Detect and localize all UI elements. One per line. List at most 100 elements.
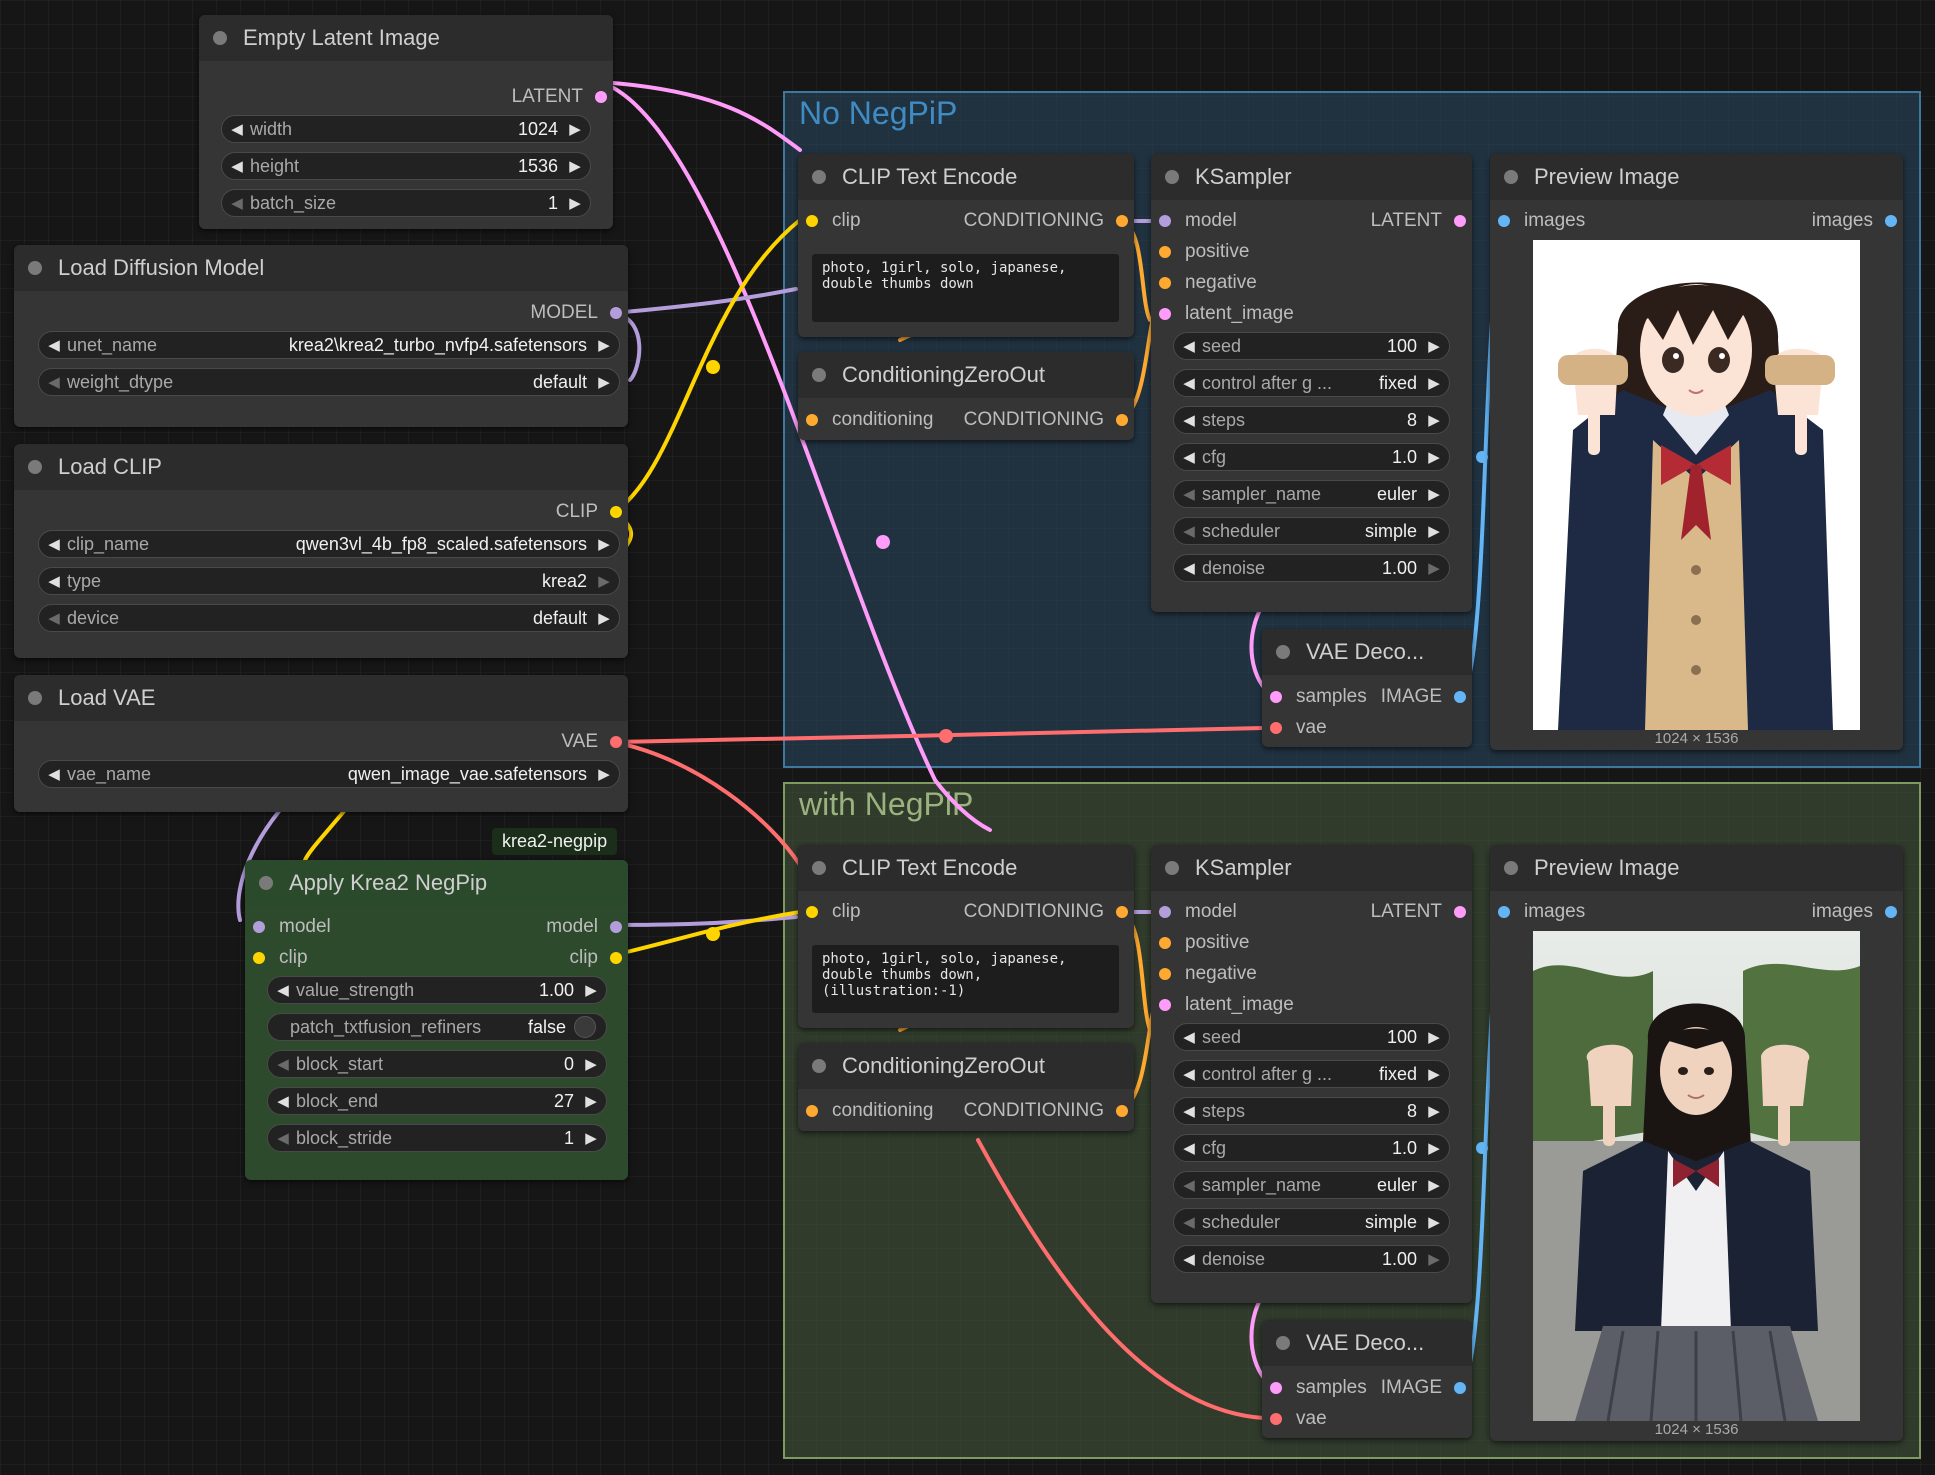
input-latent-image[interactable]: latent_image	[1159, 993, 1294, 1017]
arrow-right-icon[interactable]: ▶	[1428, 560, 1440, 577]
widget-control-after-generate[interactable]: ◀control after g ...fixed▶	[1173, 1060, 1450, 1088]
preview-image-node[interactable]: Preview Image images images	[1490, 154, 1903, 750]
arrow-right-icon[interactable]: ▶	[1428, 1140, 1440, 1157]
arrow-right-icon[interactable]: ▶	[1428, 1177, 1440, 1194]
slot-dot-icon[interactable]	[610, 736, 622, 748]
arrow-right-icon[interactable]: ▶	[1428, 1066, 1440, 1083]
slot-dot-icon[interactable]	[1454, 215, 1466, 227]
preview-image-node[interactable]: Preview Image images images	[1490, 845, 1903, 1441]
arrow-left-icon[interactable]: ◀	[1183, 560, 1195, 577]
input-clip[interactable]: clip	[253, 946, 308, 970]
arrow-left-icon[interactable]: ◀	[1183, 412, 1195, 429]
node-header[interactable]: Load VAE	[14, 675, 628, 721]
output-conditioning[interactable]: CONDITIONING	[964, 900, 1128, 924]
output-images[interactable]: images	[1812, 209, 1897, 233]
arrow-left-icon[interactable]: ◀	[1183, 1029, 1195, 1046]
preview-image-photo[interactable]	[1533, 931, 1860, 1421]
prompt-textarea[interactable]: photo, 1girl, solo, japanese, double thu…	[812, 254, 1119, 322]
slot-dot-icon[interactable]	[1454, 691, 1466, 703]
slot-dot-icon[interactable]	[1159, 937, 1171, 949]
output-clip[interactable]: clip	[569, 946, 622, 970]
slot-dot-icon[interactable]	[1498, 215, 1510, 227]
output-model[interactable]: model	[546, 915, 622, 939]
output-conditioning[interactable]: CONDITIONING	[964, 408, 1128, 432]
collapse-dot-icon[interactable]	[812, 368, 826, 382]
conditioning-zero-out-node[interactable]: ConditioningZeroOut conditioning CONDITI…	[798, 1043, 1134, 1131]
arrow-right-icon[interactable]: ▶	[1428, 486, 1440, 503]
node-header[interactable]: Load Diffusion Model	[14, 245, 628, 291]
arrow-left-icon[interactable]: ◀	[48, 374, 60, 391]
node-header[interactable]: ConditioningZeroOut	[798, 1043, 1134, 1089]
arrow-left-icon[interactable]: ◀	[231, 121, 243, 138]
slot-dot-icon[interactable]	[1159, 999, 1171, 1011]
collapse-dot-icon[interactable]	[1276, 1336, 1290, 1350]
arrow-left-icon[interactable]: ◀	[1183, 1251, 1195, 1268]
input-vae[interactable]: vae	[1270, 716, 1327, 740]
output-conditioning[interactable]: CONDITIONING	[964, 1099, 1128, 1123]
arrow-left-icon[interactable]: ◀	[48, 766, 60, 783]
collapse-dot-icon[interactable]	[1165, 170, 1179, 184]
arrow-right-icon[interactable]: ▶	[1428, 1029, 1440, 1046]
input-samples[interactable]: samples	[1270, 685, 1367, 709]
output-image[interactable]: IMAGE	[1381, 685, 1466, 709]
arrow-left-icon[interactable]: ◀	[48, 610, 60, 627]
arrow-left-icon[interactable]: ◀	[277, 1056, 289, 1073]
arrow-right-icon[interactable]: ▶	[585, 1093, 597, 1110]
preview-image-anime[interactable]	[1533, 240, 1860, 730]
arrow-right-icon[interactable]: ▶	[1428, 523, 1440, 540]
widget-control-after-generate[interactable]: ◀control after g ...fixed▶	[1173, 369, 1450, 397]
input-model[interactable]: model	[1159, 900, 1237, 924]
arrow-right-icon[interactable]: ▶	[1428, 412, 1440, 429]
input-conditioning[interactable]: conditioning	[806, 1099, 933, 1123]
slot-dot-icon[interactable]	[610, 952, 622, 964]
arrow-right-icon[interactable]: ▶	[598, 374, 610, 391]
output-vae[interactable]: VAE	[561, 730, 622, 754]
arrow-right-icon[interactable]: ▶	[598, 573, 610, 590]
collapse-dot-icon[interactable]	[812, 861, 826, 875]
arrow-right-icon[interactable]: ▶	[569, 195, 581, 212]
collapse-dot-icon[interactable]	[812, 1059, 826, 1073]
arrow-left-icon[interactable]: ◀	[48, 337, 60, 354]
output-model[interactable]: MODEL	[530, 301, 622, 325]
collapse-dot-icon[interactable]	[812, 170, 826, 184]
slot-dot-icon[interactable]	[1498, 906, 1510, 918]
arrow-left-icon[interactable]: ◀	[1183, 1103, 1195, 1120]
slot-dot-icon[interactable]	[610, 506, 622, 518]
arrow-left-icon[interactable]: ◀	[1183, 338, 1195, 355]
arrow-right-icon[interactable]: ▶	[585, 982, 597, 999]
arrow-right-icon[interactable]: ▶	[1428, 338, 1440, 355]
input-model[interactable]: model	[253, 915, 331, 939]
slot-dot-icon[interactable]	[1270, 1382, 1282, 1394]
arrow-right-icon[interactable]: ▶	[598, 610, 610, 627]
arrow-right-icon[interactable]: ▶	[1428, 1103, 1440, 1120]
node-header[interactable]: Preview Image	[1490, 154, 1903, 200]
arrow-left-icon[interactable]: ◀	[231, 195, 243, 212]
input-positive[interactable]: positive	[1159, 240, 1249, 264]
output-clip[interactable]: CLIP	[556, 500, 622, 524]
ksampler-node[interactable]: KSampler model positive negative latent_…	[1151, 154, 1472, 612]
arrow-right-icon[interactable]: ▶	[1428, 1214, 1440, 1231]
arrow-right-icon[interactable]: ▶	[585, 1130, 597, 1147]
arrow-left-icon[interactable]: ◀	[277, 1093, 289, 1110]
arrow-right-icon[interactable]: ▶	[569, 158, 581, 175]
node-header[interactable]: Empty Latent Image	[199, 15, 613, 61]
input-negative[interactable]: negative	[1159, 271, 1257, 295]
arrow-left-icon[interactable]: ◀	[277, 1130, 289, 1147]
input-conditioning[interactable]: conditioning	[806, 408, 933, 432]
slot-dot-icon[interactable]	[1270, 691, 1282, 703]
output-latent[interactable]: LATENT	[512, 85, 607, 109]
ksampler-node[interactable]: KSampler model positive negative latent_…	[1151, 845, 1472, 1303]
